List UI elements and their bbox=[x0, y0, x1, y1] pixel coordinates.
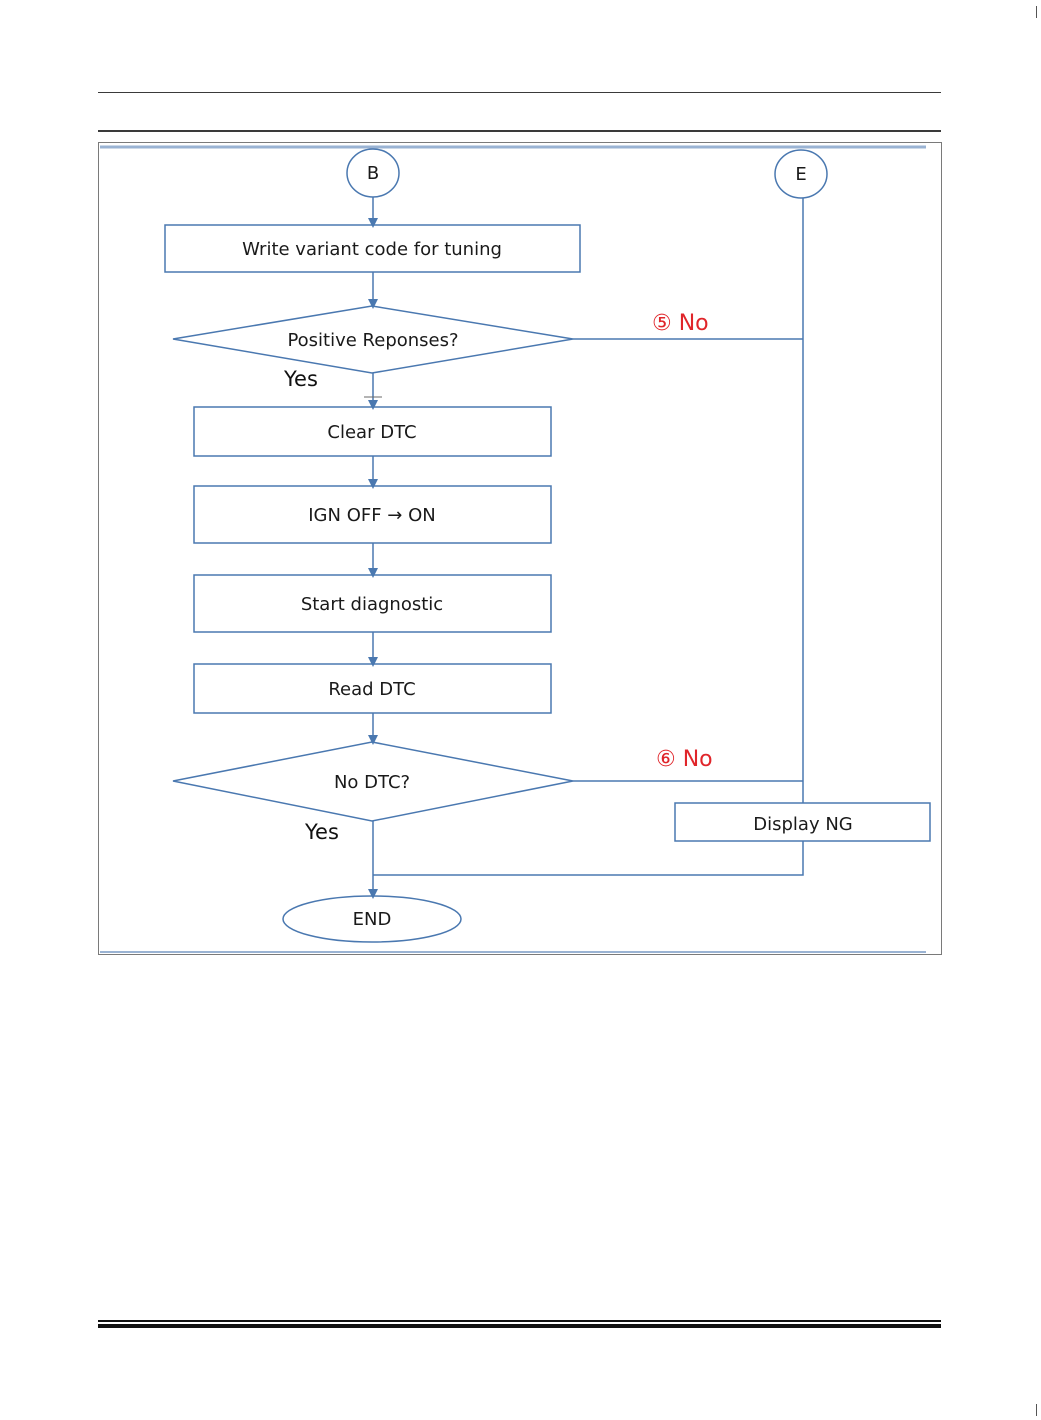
no-label-5: ⑤ No bbox=[652, 311, 709, 336]
display-ng-label: Display NG bbox=[753, 814, 852, 835]
yes-label-1: Yes bbox=[283, 367, 318, 391]
diagram-frame bbox=[98, 142, 942, 955]
yes-label-2: Yes bbox=[304, 820, 339, 844]
start-diagnostic-label: Start diagnostic bbox=[301, 594, 443, 615]
decision-positive-label: Positive Reponses? bbox=[287, 330, 458, 351]
clear-dtc-label: Clear DTC bbox=[327, 422, 416, 443]
decision-no-dtc-diamond bbox=[172, 741, 574, 822]
connector-b-label: B bbox=[367, 163, 379, 184]
connector-e-circle bbox=[774, 149, 828, 199]
connector-e-label: E bbox=[795, 164, 806, 185]
ign-label: IGN OFF → ON bbox=[308, 505, 435, 526]
header-rule-top bbox=[98, 92, 941, 93]
end-terminal-label: END bbox=[353, 909, 392, 930]
corner-mark-bottom bbox=[1036, 1404, 1037, 1416]
read-dtc-label: Read DTC bbox=[328, 679, 415, 700]
header-rule-bottom bbox=[98, 130, 941, 132]
no-label-6: ⑥ No bbox=[656, 747, 713, 772]
decision-positive-diamond bbox=[172, 305, 574, 374]
line-ng-to-end bbox=[373, 841, 804, 876]
decision-no-dtc-label: No DTC? bbox=[334, 772, 410, 793]
footer-rule-thin bbox=[98, 1320, 941, 1322]
corner-mark-top bbox=[1036, 6, 1037, 18]
footer-rule-thick bbox=[98, 1324, 941, 1328]
write-variant-label: Write variant code for tuning bbox=[242, 239, 502, 260]
